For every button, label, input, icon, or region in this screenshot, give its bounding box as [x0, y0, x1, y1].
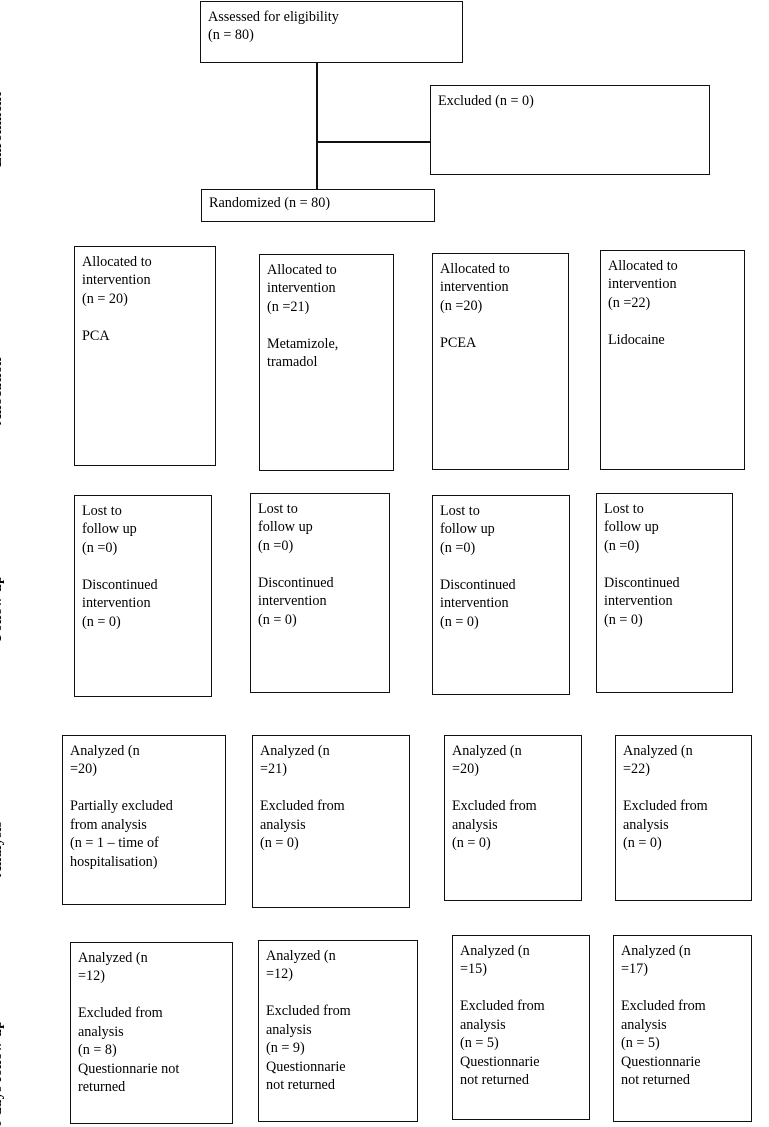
- node-follow-up-arm-2: Lost to follow up (n =0) Discontinued in…: [250, 493, 390, 693]
- connector-assessed-to-randomized: [316, 62, 318, 190]
- node-analysis-arm-4: Analyzed (n =22) Excluded from analysis …: [615, 735, 752, 901]
- node-allocation-arm-1: Allocated to intervention (n = 20) PCA: [74, 246, 216, 466]
- node-30-days-follow-up-arm-1: Analyzed (n =12) Excluded from analysis …: [70, 942, 233, 1124]
- node-allocation-arm-4: Allocated to intervention (n =22) Lidoca…: [600, 250, 745, 470]
- node-30-days-follow-up-arm-4: Analyzed (n =17) Excluded from analysis …: [613, 935, 752, 1122]
- node-analysis-arm-3: Analyzed (n =20) Excluded from analysis …: [444, 735, 582, 901]
- node-analysis-arm-1: Analyzed (n =20) Partially excluded from…: [62, 735, 226, 905]
- node-excluded: Excluded (n = 0): [430, 85, 710, 175]
- node-30-days-follow-up-arm-3: Analyzed (n =15) Excluded from analysis …: [452, 935, 590, 1120]
- node-analysis-arm-2: Analyzed (n =21) Excluded from analysis …: [252, 735, 410, 908]
- node-follow-up-arm-3: Lost to follow up (n =0) Discontinued in…: [432, 495, 570, 695]
- node-randomized: Randomized (n = 80): [201, 189, 435, 222]
- connector-to-excluded: [316, 141, 431, 143]
- node-assessed-for-eligibility: Assessed for eligibility (n = 80): [200, 1, 463, 63]
- stage-label-allocation: Allocation: [0, 357, 5, 425]
- stage-label-follow-up: Follow up: [0, 575, 5, 641]
- node-follow-up-arm-1: Lost to follow up (n =0) Discontinued in…: [74, 495, 212, 697]
- node-follow-up-arm-4: Lost to follow up (n =0) Discontinued in…: [596, 493, 733, 693]
- node-allocation-arm-3: Allocated to intervention (n =20) PCEA: [432, 253, 569, 470]
- node-30-days-follow-up-arm-2: Analyzed (n =12) Excluded from analysis …: [258, 940, 418, 1122]
- stage-label-enrollment: Enrollment: [0, 91, 5, 167]
- stage-label-analysis: Analysis: [0, 821, 5, 877]
- stage-label-30-days-follow-up: 30 days follow up: [0, 1020, 5, 1127]
- node-allocation-arm-2: Allocated to intervention (n =21) Metami…: [259, 254, 394, 471]
